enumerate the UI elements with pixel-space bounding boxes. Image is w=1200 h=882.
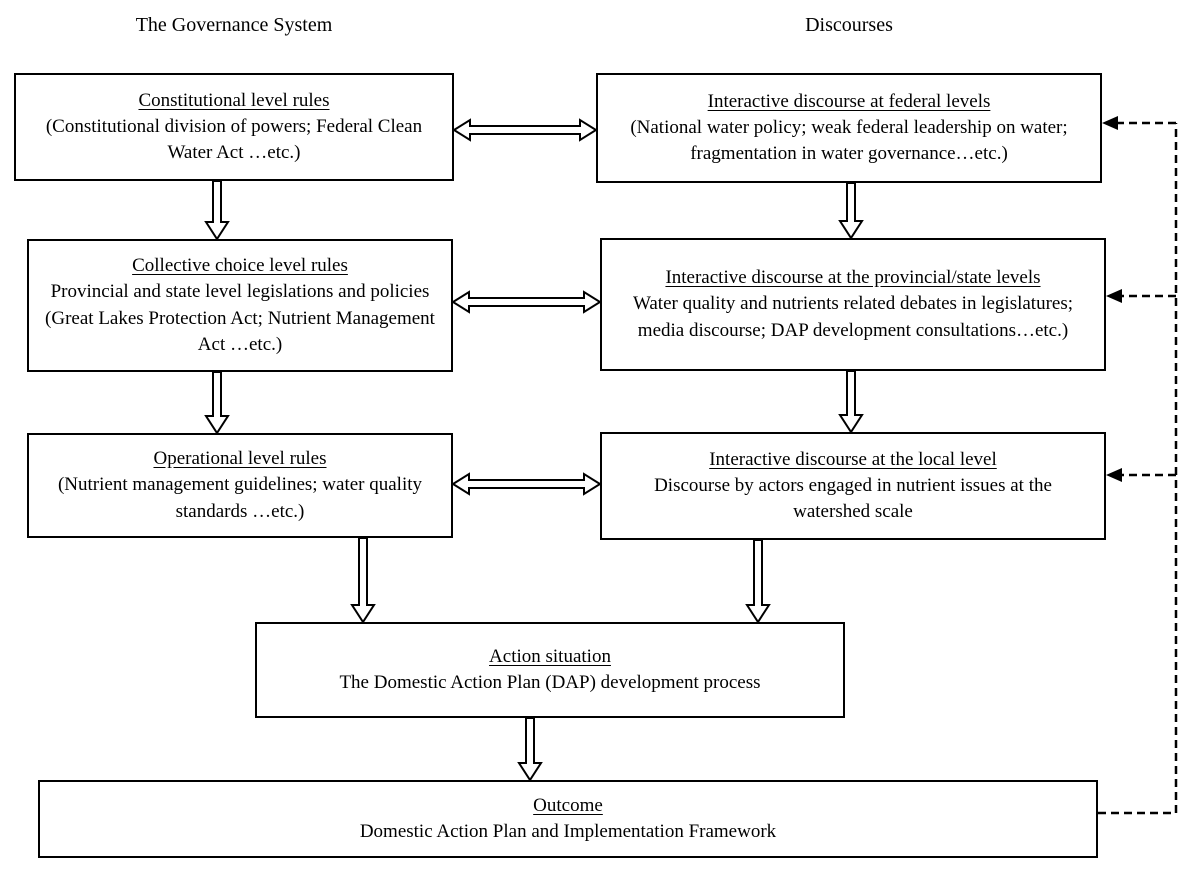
operational-box-body: (Nutrient management guidelines; water q…	[57, 474, 423, 522]
constitutional-box-body: (Constitutional division of powers; Fede…	[45, 115, 423, 164]
local-box-heading: Interactive discourse at the local level	[709, 448, 997, 470]
feedback-loop-line	[1098, 121, 1178, 815]
arrow-collective-to-operational	[204, 371, 230, 435]
provincial-box-body: Water quality and nutrients related deba…	[632, 293, 1074, 341]
federal-box-heading: Interactive discourse at federal levels	[707, 90, 991, 112]
collective-box-body: Provincial and state level legislations …	[45, 281, 435, 355]
double-arrow-collective-provincial	[451, 290, 602, 314]
arrow-operational-to-action	[350, 537, 376, 624]
collective-box-heading: Collective choice level rules	[132, 255, 348, 277]
constitutional-level-rules-box: Constitutional level rules (Constitution…	[14, 73, 454, 181]
governance-column-title: The Governance System	[135, 14, 333, 36]
arrow-action-to-outcome	[517, 717, 543, 782]
feedback-arrowhead-federal	[1102, 116, 1118, 130]
local-box-body: Discourse by actors engaged in nutrient …	[654, 474, 1052, 523]
outcome-box: Outcome Domestic Action Plan and Impleme…	[38, 780, 1098, 858]
collective-choice-rules-box: Collective choice level rules Provincial…	[27, 239, 453, 372]
action-situation-box: Action situation The Domestic Action Pla…	[255, 622, 845, 718]
outcome-box-heading: Outcome	[533, 794, 603, 816]
arrow-constitutional-to-collective	[204, 180, 230, 241]
feedback-arrowhead-local	[1106, 468, 1122, 482]
local-discourse-box: Interactive discourse at the local level…	[600, 432, 1106, 540]
provincial-box-heading: Interactive discourse at the provincial/…	[665, 267, 1041, 289]
operational-level-rules-box: Operational level rules (Nutrient manage…	[27, 433, 453, 538]
arrow-federal-to-provincial	[838, 182, 864, 240]
federal-box-body: (National water policy; weak federal lea…	[630, 116, 1068, 165]
action-box-heading: Action situation	[489, 645, 611, 667]
arrow-local-to-action	[745, 539, 771, 624]
provincial-state-discourse-box: Interactive discourse at the provincial/…	[600, 238, 1106, 371]
double-arrow-operational-local	[451, 472, 602, 496]
discourses-column-title: Discourses	[805, 14, 893, 36]
operational-box-heading: Operational level rules	[153, 448, 327, 470]
double-arrow-constitutional-federal	[452, 118, 598, 142]
constitutional-box-heading: Constitutional level rules	[138, 89, 330, 111]
arrow-provincial-to-local	[838, 370, 864, 434]
outcome-box-body: Domestic Action Plan and Implementation …	[359, 821, 777, 842]
federal-discourse-box: Interactive discourse at federal levels …	[596, 73, 1102, 183]
action-box-body: The Domestic Action Plan (DAP) developme…	[339, 672, 761, 693]
feedback-arrowhead-provincial	[1106, 289, 1122, 303]
